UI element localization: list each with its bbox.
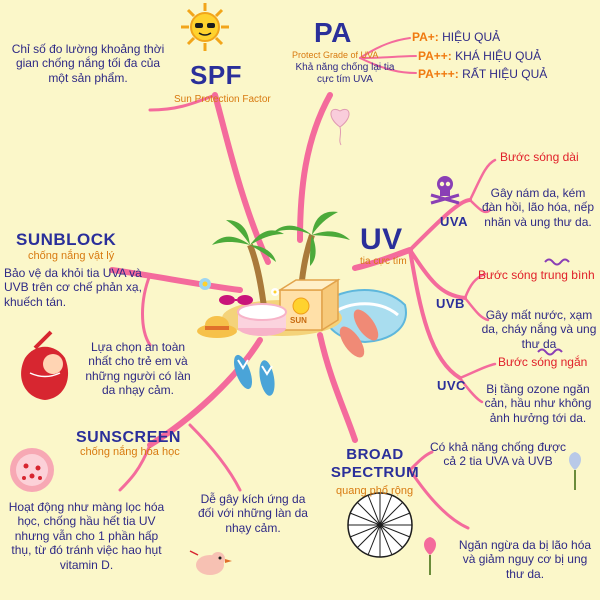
branch-uvc <box>408 248 462 380</box>
sunblock-note: Lựa chọn an toàn nhất cho trẻ em và nhữn… <box>85 340 191 398</box>
uvb-label: UVB <box>436 296 465 311</box>
branch-pa-levels-3 <box>359 57 417 74</box>
branch-sunscreen <box>147 337 263 448</box>
pa-level-grade: PA+++: <box>418 67 459 81</box>
branch-broad-p1 <box>408 450 434 472</box>
heart-balloon-icon <box>330 109 350 146</box>
branch-sunscreen-note <box>188 423 242 492</box>
wave-icon-uvb <box>544 258 570 266</box>
uvb-wave: Bước sóng trung bình <box>478 268 595 282</box>
sunscreen-description: Hoạt động như màng lọc hóa học, chống hầ… <box>8 500 165 572</box>
sunscreen-title: SUNSCREEN <box>76 429 181 446</box>
branch-broad-p2 <box>408 468 470 530</box>
branch-sunblock-note <box>141 273 152 347</box>
uva-effect: Gây nám da, kém đàn hồi, lão hóa, nếp nh… <box>481 186 595 229</box>
sandals-icon <box>339 309 379 358</box>
spf-description: Chỉ số đo lường khoảng thời gian chống n… <box>11 42 165 85</box>
pa-level-meaning: KHÁ HIỆU QUẢ <box>455 49 542 63</box>
pa-title: PA <box>314 17 352 48</box>
broad-title: BROAD SPECTRUM <box>330 446 420 481</box>
hat-icon <box>197 316 237 338</box>
branch-sunblock <box>109 267 243 293</box>
skull-icon <box>430 176 460 205</box>
uv-subtitle: tia cực tím <box>360 256 407 267</box>
spf-title: SPF <box>190 60 243 90</box>
bird-icon <box>189 550 232 575</box>
beach-illustration <box>197 211 407 396</box>
uva-wave: Bước sóng dài <box>500 150 579 164</box>
uv-title: UV <box>360 223 403 256</box>
flower-icon <box>199 278 279 296</box>
branch-uvb <box>408 248 467 300</box>
uvb-effect: Gây mất nước, xạm da, cháy nắng và ung t… <box>481 308 597 351</box>
branch-pa-levels-2 <box>359 55 417 59</box>
uvc-wave: Bước sóng ngắn <box>498 355 588 369</box>
pa-level-grade: PA++: <box>418 49 452 63</box>
sunblock-description: Bảo vệ da khỏi tia UVA và UVB trên cơ ch… <box>4 266 142 309</box>
flip-flops-icon <box>233 354 275 396</box>
pa-description: Khả năng chống lại tia cực tím UVA <box>295 62 395 85</box>
pa-level-grade: PA+: <box>412 30 439 44</box>
pa-subtitle: Protect Grade of UVA <box>292 50 379 60</box>
spectrum-disc-icon <box>347 492 413 558</box>
branch-uva-wave <box>468 158 497 202</box>
branch-broad <box>317 332 358 443</box>
uva-label: UVA <box>440 214 468 229</box>
sunblock-subtitle: chống nắng vật lý <box>28 250 115 262</box>
pa-level-1: PA+: HIỆU QUẢ <box>412 30 500 44</box>
sunglasses-icon <box>219 295 253 305</box>
branch-uvc-wave <box>458 362 497 380</box>
branch-uvb-wave <box>463 272 487 300</box>
baby-icon <box>21 330 69 400</box>
branch-sunscreen-desc <box>118 443 152 492</box>
wave-icon-uvc <box>537 348 563 356</box>
branch-uva <box>408 198 472 252</box>
branch-pa-levels <box>359 37 411 59</box>
branch-pa <box>297 92 333 243</box>
pa-level-meaning: RẤT HIỆU QUẢ <box>462 67 548 81</box>
sunscreen-note: Dễ gây kích ứng da đối với những làn da … <box>198 492 308 535</box>
branch-spf-text <box>148 93 217 112</box>
tulip-icon <box>569 452 581 490</box>
uvc-effect: Bị tầng ozone ngăn cản, hầu như không ản… <box>484 382 592 425</box>
sun-icon <box>181 3 229 51</box>
sunscreen-subtitle: chống nắng hóa học <box>80 446 180 458</box>
sunblock-title: SUNBLOCK <box>16 230 117 249</box>
pa-level-2: PA++: KHÁ HIỆU QUẢ <box>418 49 541 63</box>
branch-uvb-effect <box>463 296 490 322</box>
tulip-icon-2 <box>424 537 436 575</box>
broad-subtitle: quang phổ rộng <box>336 485 414 497</box>
pa-level-3: PA+++: RẤT HIỆU QUẢ <box>418 67 547 81</box>
pa-level-meaning: HIỆU QUẢ <box>442 30 501 44</box>
branch-uva-effect <box>468 198 492 214</box>
branch-uv <box>352 247 413 271</box>
bacteria-icon <box>10 448 54 492</box>
broad-point-2: Ngăn ngừa da bị lão hóa và giảm nguy cơ … <box>458 538 592 581</box>
broad-point-1: Có khả năng chống được cả 2 tia UVA và U… <box>430 440 566 469</box>
uvc-label: UVC <box>437 378 466 393</box>
spf-subtitle: Sun Protection Factor <box>174 94 271 105</box>
branch-uvc-effect <box>458 376 484 404</box>
sunscreen-box-label: SUN <box>290 316 307 325</box>
